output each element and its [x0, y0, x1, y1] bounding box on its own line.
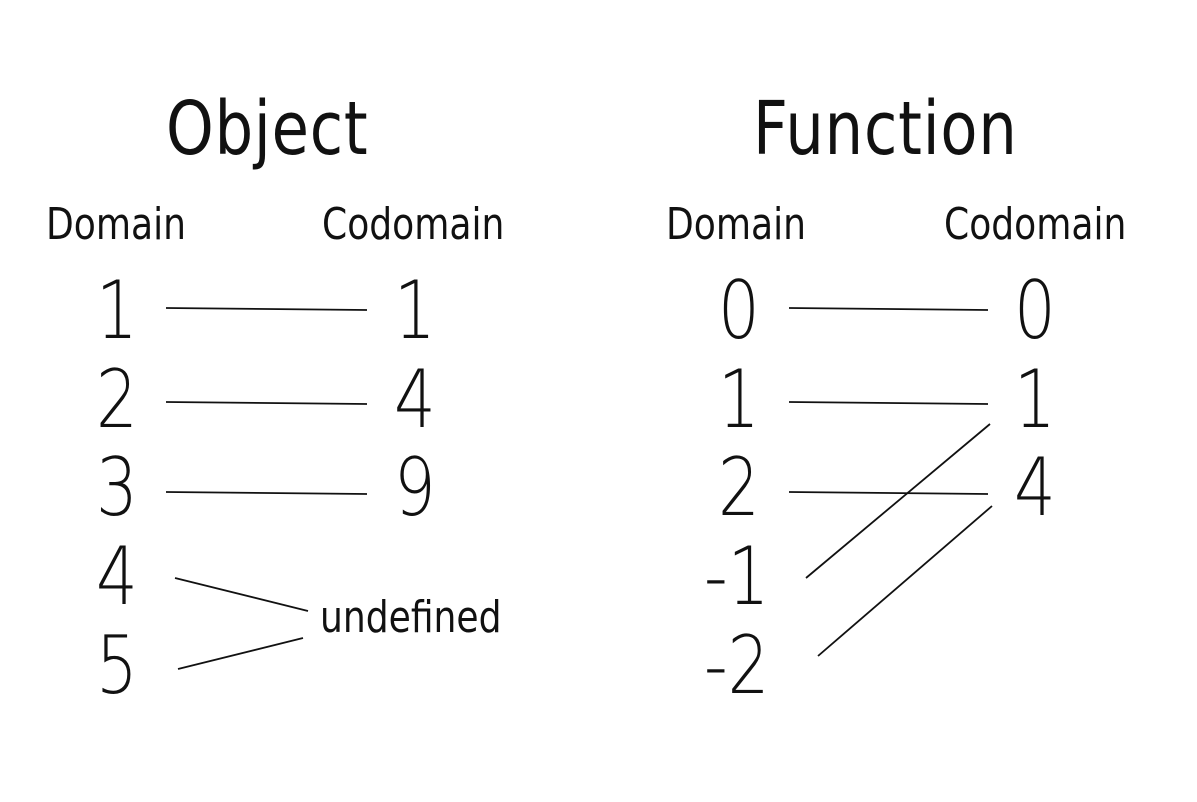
- function-domain-1: 1: [718, 353, 760, 446]
- object-map-4-to-undefined: [174, 577, 309, 612]
- function-map-neg2-to-4: [817, 505, 993, 657]
- object-title: Object: [166, 86, 369, 172]
- function-map-2-to-4: [788, 491, 989, 495]
- object-codomain-1: 1: [394, 264, 436, 357]
- object-map-3-to-9: [165, 491, 368, 495]
- object-domain-3: 3: [96, 441, 138, 534]
- object-domain-5: 5: [96, 619, 138, 712]
- object-domain-2: 2: [96, 353, 138, 446]
- object-map-5-to-undefined: [177, 637, 304, 670]
- object-codomain-header: Codomain: [322, 199, 505, 250]
- function-codomain-4: 4: [1014, 441, 1056, 534]
- function-domain-header: Domain: [666, 199, 807, 250]
- function-codomain-0: 0: [1014, 264, 1056, 357]
- function-domain-neg2: -2: [704, 619, 770, 712]
- object-codomain-4: 4: [394, 353, 436, 446]
- function-map-neg1-to-1: [805, 423, 991, 579]
- object-domain-header: Domain: [46, 199, 187, 250]
- object-domain-4: 4: [96, 530, 138, 623]
- object-undefined-label: undefined: [320, 592, 502, 643]
- function-map-1-to-1: [788, 401, 989, 405]
- function-codomain-1: 1: [1014, 353, 1056, 446]
- function-title: Function: [753, 86, 1018, 172]
- function-map-0-to-0: [788, 307, 989, 311]
- object-codomain-9: 9: [394, 441, 436, 534]
- function-domain-2: 2: [718, 441, 760, 534]
- function-codomain-header: Codomain: [944, 199, 1127, 250]
- object-domain-1: 1: [96, 264, 138, 357]
- object-map-2-to-4: [165, 401, 368, 405]
- function-domain-neg1: -1: [704, 530, 770, 623]
- object-map-1-to-1: [165, 307, 368, 311]
- function-domain-0: 0: [718, 264, 760, 357]
